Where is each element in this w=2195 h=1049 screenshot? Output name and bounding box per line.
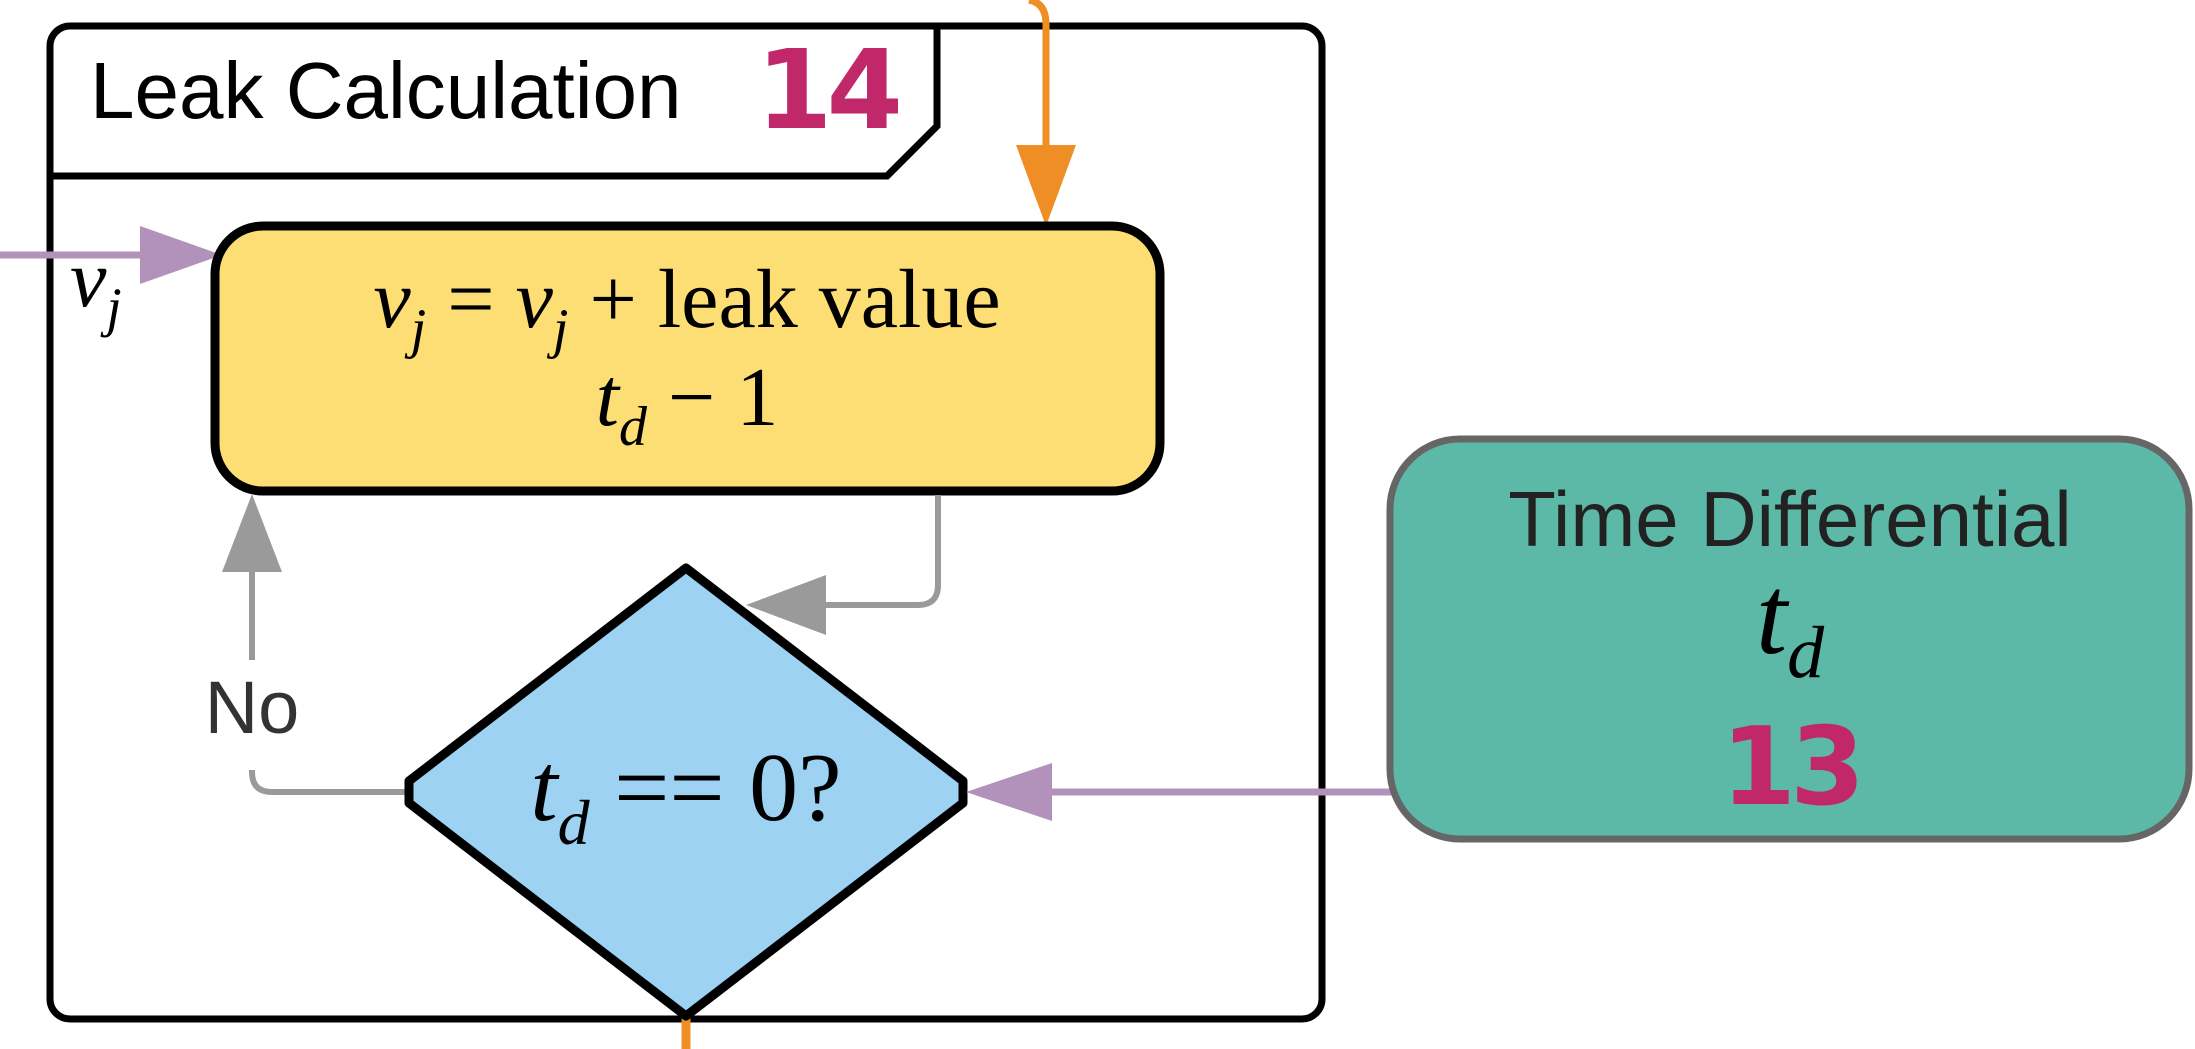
frame-badge: 14 xyxy=(756,26,899,154)
no-label: No xyxy=(205,666,300,749)
gray-no-loop-arrowhead xyxy=(222,494,282,572)
frame-title: Leak Calculation xyxy=(90,46,681,135)
gray-process-to-decision-line xyxy=(820,495,941,608)
decision-condition: td == 0? xyxy=(530,734,841,858)
time-differential-title: Time Differential xyxy=(1508,475,2072,563)
gray-no-loop-line-bottom xyxy=(249,770,408,795)
gray-decision-arrowhead xyxy=(746,575,826,635)
time-differential-box xyxy=(1386,435,2193,843)
time-differential-badge: 13 xyxy=(1721,705,1859,830)
time-differential-variable: td xyxy=(1756,554,1825,694)
decision-diamond xyxy=(404,563,968,1021)
orange-arrowhead xyxy=(1016,145,1076,226)
frame-title-tab xyxy=(50,26,941,180)
process-box xyxy=(210,221,1165,496)
orange-input-line xyxy=(1028,0,1050,150)
process-equation-line2: td − 1 xyxy=(596,351,779,458)
purple-input-arrowhead xyxy=(140,226,222,284)
process-equation-line1: vj = vj + leak value xyxy=(373,253,1000,360)
input-label-vj: vj xyxy=(70,233,122,338)
purple-decision-arrowhead xyxy=(966,763,1052,821)
